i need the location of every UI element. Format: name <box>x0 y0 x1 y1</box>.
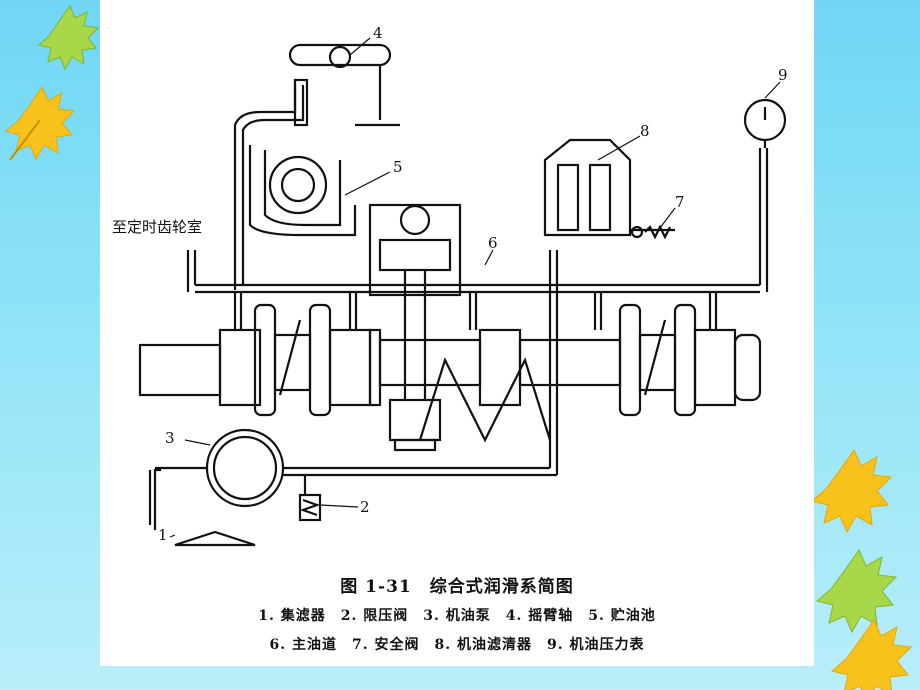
timing-gear-label: 至定时齿轮室 <box>112 218 202 236</box>
oil-strainer <box>174 530 256 547</box>
callout-5: 5 <box>393 158 403 176</box>
figure-title: 图 1-31 综合式润滑系简图 <box>340 577 574 597</box>
callout-7: 7 <box>675 193 685 211</box>
maple-leaf-decoration <box>815 548 898 634</box>
callout-4: 4 <box>373 24 383 42</box>
lubrication-system-diagram: 4 5 6 8 7 9 3 2 1 至定时齿轮室 <box>112 24 788 547</box>
maple-leaf-decoration <box>37 4 100 71</box>
rocker-arm-assembly <box>233 43 400 290</box>
maple-leaf-decoration <box>4 85 76 161</box>
oil-filter <box>543 138 632 237</box>
timing-gear-arrow <box>186 250 197 292</box>
oil-pressure-gauge <box>743 98 787 148</box>
oil-reservoir <box>248 145 357 237</box>
crankshaft <box>138 303 762 443</box>
legend-line-1: 1. 集滤器 2. 限压阀 3. 机油泵 4. 摇臂轴 5. 贮油池 <box>258 608 656 624</box>
oil-branch-lines <box>233 292 718 330</box>
callout-8: 8 <box>640 122 650 140</box>
maple-leaf-decoration <box>830 618 913 690</box>
callout-2: 2 <box>360 498 370 516</box>
callout-1: 1 <box>158 526 168 544</box>
main-oil-gallery <box>195 148 769 294</box>
safety-valve <box>630 224 675 240</box>
legend-line-2: 6. 主油道 7. 安全阀 8. 机油滤清器 9. 机油压力表 <box>269 637 645 653</box>
piston-connecting-rod <box>368 203 462 452</box>
callout-3: 3 <box>165 429 175 447</box>
maple-leaf-decoration <box>810 448 893 534</box>
pressure-relief-valve <box>298 475 322 522</box>
figure-panel: 4 5 6 8 7 9 3 2 1 至定时齿轮室 图 1-31 综合式润滑系简图… <box>100 0 814 666</box>
oil-pump <box>148 250 559 530</box>
callout-6: 6 <box>488 234 498 252</box>
callout-9: 9 <box>778 66 788 84</box>
